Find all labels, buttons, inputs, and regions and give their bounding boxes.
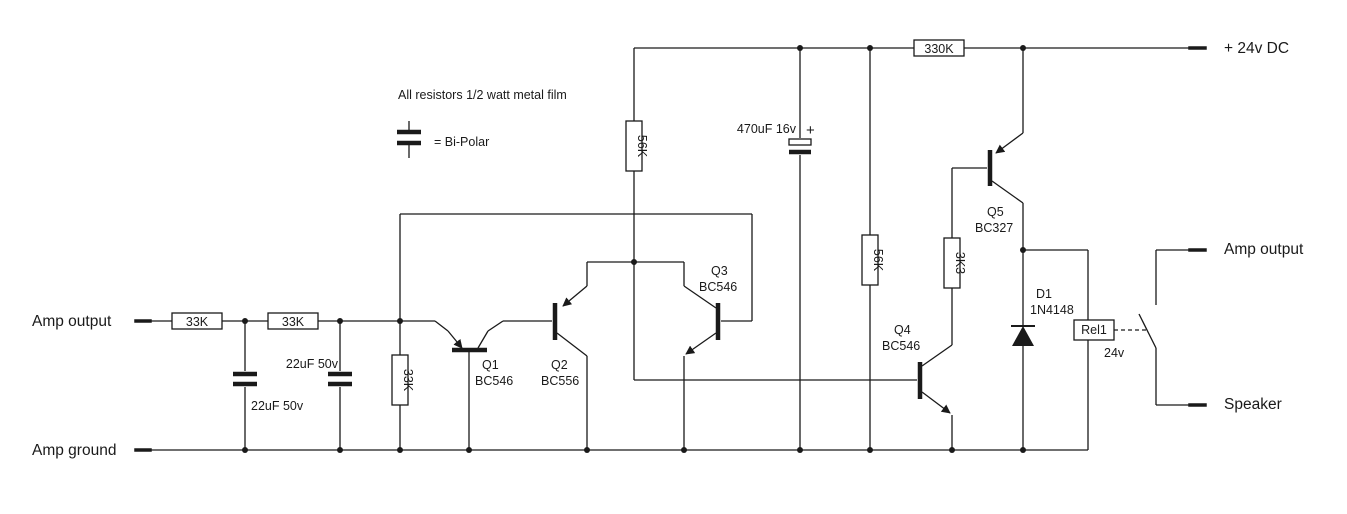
resistor-r2: 33K <box>267 312 319 330</box>
resistor-r2-value: 33K <box>282 315 305 329</box>
junction-dots <box>242 45 1026 453</box>
resistor-r1: 33K <box>171 312 223 330</box>
transistor-q4-ref: Q4 <box>894 323 911 337</box>
junction-dot <box>1020 447 1026 453</box>
resistor-r5: 330K <box>913 39 965 57</box>
relay-rel1: Rel1 24v <box>1073 319 1148 360</box>
terminal-amp-ground: Amp ground <box>32 442 116 459</box>
transistor-q4: Q4 BC546 <box>882 323 953 414</box>
capacitor-c3-polarity: + <box>806 122 815 139</box>
transistor-q2-ref: Q2 <box>551 358 568 372</box>
terminal-supply: + 24v DC <box>1224 40 1289 57</box>
transistor-q1-ref: Q1 <box>482 358 499 372</box>
bipolar-legend-text: = Bi-Polar <box>434 135 489 149</box>
junction-dot <box>797 447 803 453</box>
transistor-q1-part: BC546 <box>475 374 513 388</box>
capacitor-c3-value: 470uF 16v <box>737 122 797 136</box>
junction-dot <box>631 259 637 265</box>
bipolar-legend: = Bi-Polar <box>397 121 489 158</box>
transistor-q3-part: BC546 <box>699 280 737 294</box>
capacitor-c2-value: 22uF 50v <box>286 357 339 371</box>
resistor-r7-value: 3K3 <box>953 252 967 274</box>
capacitor-c1-value: 22uF 50v <box>251 399 304 413</box>
resistor-r7: 3K3 <box>943 237 967 289</box>
transistor-q2: Q2 BC556 <box>541 285 588 388</box>
junction-dot <box>797 45 803 51</box>
terminal-amp-output-out: Amp output <box>1224 241 1304 258</box>
junction-dot <box>397 318 403 324</box>
relay-rel1-voltage: 24v <box>1104 346 1125 360</box>
junction-dot <box>1020 247 1026 253</box>
terminal-speaker: Speaker <box>1224 396 1282 413</box>
transistor-q1: Q1 BC546 <box>447 330 513 388</box>
junction-dot <box>867 447 873 453</box>
junction-dot <box>584 447 590 453</box>
diode-d1-ref: D1 <box>1036 287 1052 301</box>
resistor-r6-value: 56K <box>871 249 885 272</box>
junction-dot <box>466 447 472 453</box>
junction-dot <box>337 318 343 324</box>
resistor-r1-value: 33K <box>186 315 209 329</box>
junction-dot <box>242 318 248 324</box>
transistor-q2-part: BC556 <box>541 374 579 388</box>
capacitor-c3: 470uF 16v + <box>737 122 815 155</box>
resistor-r3-value: 33K <box>401 369 415 392</box>
junction-dot <box>867 45 873 51</box>
relay-rel1-ref: Rel1 <box>1081 323 1107 337</box>
terminal-amp-output-in: Amp output <box>32 313 112 330</box>
diode-d1-part: 1N4148 <box>1030 303 1074 317</box>
resistor-r6: 56K <box>861 234 885 286</box>
transistor-q3: Q3 BC546 <box>683 264 737 355</box>
transistor-q4-part: BC546 <box>882 339 920 353</box>
junction-dot <box>1020 45 1026 51</box>
wires <box>148 47 1192 451</box>
resistor-r3: 33K <box>391 354 415 406</box>
junction-dot <box>242 447 248 453</box>
junction-dot <box>681 447 687 453</box>
terminal-stubs <box>134 46 1207 452</box>
transistor-q5-part: BC327 <box>975 221 1013 235</box>
resistor-note: All resistors 1/2 watt metal film <box>398 88 567 102</box>
diode-d1: D1 1N4148 <box>1011 287 1074 346</box>
capacitor-c1: 22uF 50v <box>233 371 304 413</box>
junction-dot <box>949 447 955 453</box>
resistor-r4: 56K <box>625 120 649 172</box>
capacitor-c2: 22uF 50v <box>286 357 352 387</box>
resistor-r5-value: 330K <box>924 42 954 56</box>
transistor-q3-ref: Q3 <box>711 264 728 278</box>
junction-dot <box>397 447 403 453</box>
junction-dot <box>337 447 343 453</box>
transistor-q5: Q5 BC327 <box>975 132 1024 235</box>
resistor-r4-value: 56K <box>635 135 649 158</box>
transistor-q5-ref: Q5 <box>987 205 1004 219</box>
